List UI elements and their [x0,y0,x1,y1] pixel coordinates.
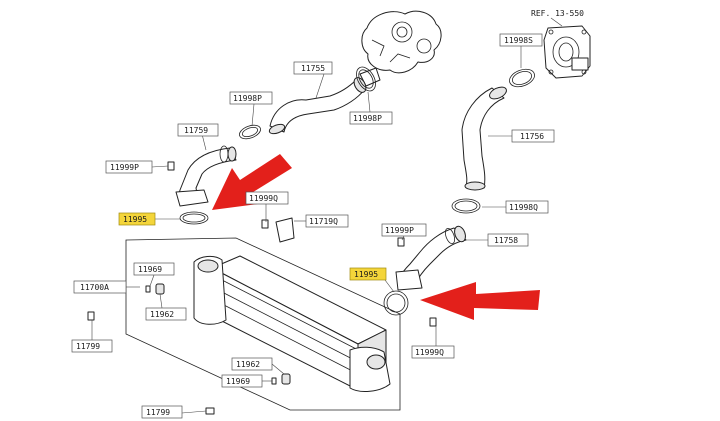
callout-text: 11995 [354,270,378,279]
callout-11999Q-upper[interactable]: 11999Q [245,191,289,205]
callout-text: 11999P [110,163,139,172]
callout-11756[interactable]: 11756 [511,129,555,143]
hose-11756 [461,86,507,191]
callout-11755[interactable]: 11755 [293,61,333,75]
bolt-11969-top [145,285,151,293]
callout-text: REF. 13-550 [531,9,584,18]
callout-text: 11700A [80,283,109,292]
grommet-11962-top [155,283,165,295]
callout-text: 11759 [184,126,208,135]
bolt-11969-bottom [271,377,277,385]
bolt-11999Q-top [261,219,269,229]
callout-text: 11998Q [509,203,538,212]
clamp-11998P-hose11759 [219,145,229,163]
callout-ref-13-550[interactable]: REF. 13-550 [531,9,584,18]
callout-11759[interactable]: 11759 [177,123,219,137]
callout-11719Q[interactable]: 11719Q [305,214,349,228]
callout-11962-lower[interactable]: 11962 [231,357,273,371]
callout-11995-right[interactable]: 11995 [349,267,387,281]
callout-text: 11995 [123,215,147,224]
grommet-11962-bottom [281,373,291,385]
callout-text: 11969 [138,265,162,274]
callout-11799-left[interactable]: 11799 [71,339,113,353]
bolt-11999P-left [167,161,175,171]
turbocharger-illustration [359,10,442,87]
bolt-11799-bottom [205,407,215,415]
callout-text: 11962 [150,310,174,319]
callout-text: 11999Q [415,348,444,357]
callout-11969-lower[interactable]: 11969 [221,374,263,388]
callout-text: 11756 [520,132,544,141]
red-arrow-left [212,154,292,210]
intercooler-illustration [125,217,401,411]
callout-text: 11998P [233,94,262,103]
o-ring-11995-right [383,290,409,316]
callout-11998P-upper[interactable]: 11998P [229,91,273,105]
bolt-11999P-right [397,237,405,247]
callout-text: 11719Q [309,217,338,226]
callout-11969-upper[interactable]: 11969 [133,262,175,276]
bolt-11999Q-bottom [429,317,437,327]
callout-text: 11969 [226,377,250,386]
callout-11999Q-lower[interactable]: 11999Q [411,345,455,359]
callout-text: 11755 [301,64,325,73]
callout-11998S[interactable]: 11998S [499,33,543,47]
callout-11995-left[interactable]: 11995 [118,212,156,226]
callout-11799-bottom[interactable]: 11799 [141,405,183,419]
callout-text: 11962 [236,360,260,369]
callout-11999P-right[interactable]: 11999P [381,223,427,237]
callout-text: 11758 [494,236,518,245]
callout-11700A[interactable]: 11700A [73,280,127,294]
red-arrow-right [420,282,540,320]
callout-11998Q[interactable]: 11998Q [505,200,549,214]
callout-11999P-left[interactable]: 11999P [105,160,153,174]
callout-11962-upper[interactable]: 11962 [145,307,187,321]
callout-text: 11999Q [249,194,278,203]
callout-11758[interactable]: 11758 [487,233,529,247]
callout-text: 11799 [146,408,170,417]
clamp-11998Q [451,198,481,214]
bolt-11799-left [87,311,95,321]
callout-text: 11998P [353,114,382,123]
callout-text: 11799 [76,342,100,351]
callout-11998P-lower[interactable]: 11998P [349,111,393,125]
clamp-11998P-lower [239,124,261,140]
callout-text: 11999P [385,226,414,235]
clamp-11998S [509,68,535,88]
hose-11755 [268,77,367,135]
o-ring-11995-left-inner [182,213,206,223]
o-ring-11995-left [179,211,209,225]
callout-text: 11998S [504,36,533,45]
clamp-11998P-upper [356,66,376,92]
leader-lines [91,17,563,414]
clamp-11758-end [444,227,456,245]
throttle-body-illustration [543,25,591,79]
